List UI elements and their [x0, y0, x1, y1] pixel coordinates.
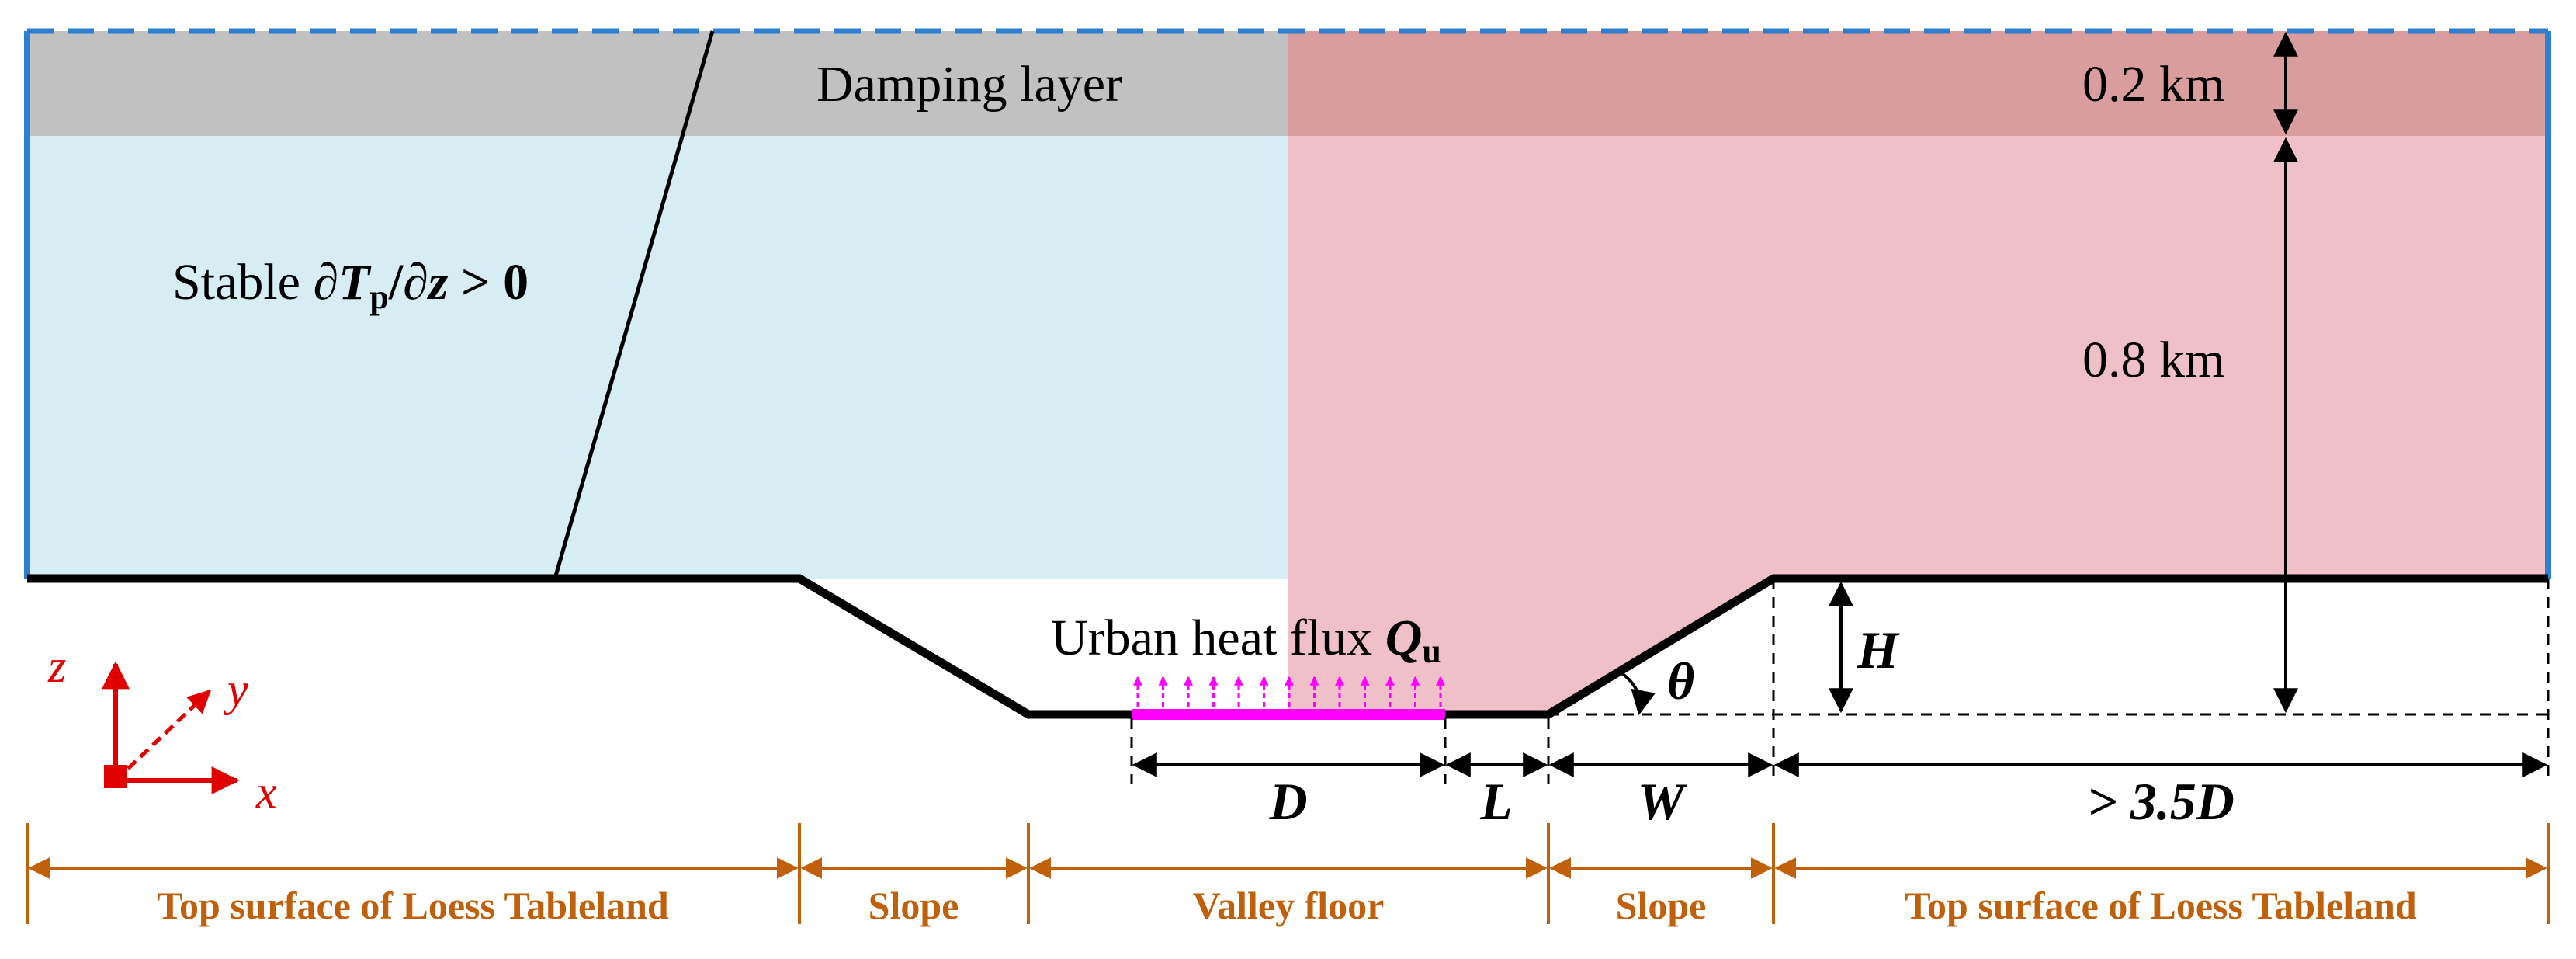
h-label: H [1857, 620, 1900, 679]
region-label-right-tableland: Top surface of Loess Tableland [1905, 884, 2417, 927]
damping-layer-fill [27, 31, 1288, 136]
uhf-text: Urban heat flux [1051, 610, 1385, 666]
stable-partial: ∂ [313, 254, 338, 311]
uhf-q: Q [1385, 610, 1423, 666]
region-brackets [26, 823, 2550, 924]
stable-z: z [427, 254, 449, 311]
uhf-sub: u [1422, 632, 1441, 670]
guide-lines [1130, 579, 2550, 784]
dim-w-label: W [1638, 772, 1688, 831]
axis-y-label: y [223, 664, 248, 715]
stable-profile-line [553, 30, 715, 579]
axis-x-label: x [255, 766, 277, 818]
damping-layer-label: Damping layer [816, 56, 1122, 113]
dim-far-label: > 3.5D [2087, 772, 2234, 831]
stable-slash: /∂ [388, 254, 428, 311]
stable-stratification-label: Stable ∂Tp/∂z > 0 [172, 254, 529, 316]
stable-prefix: Stable [172, 254, 313, 311]
stable-t: T [338, 254, 372, 311]
domain-height-label: 0.8 km [2082, 332, 2224, 388]
theta-label: θ [1667, 651, 1694, 711]
damping-height-label: 0.2 km [2082, 56, 2224, 113]
region-label-valley-floor: Valley floor [1193, 884, 1385, 927]
axis-z-label: z [47, 641, 66, 692]
warm-region-fill [1288, 136, 2548, 714]
region-label-left-tableland: Top surface of Loess Tableland [157, 884, 669, 927]
axes-icon: z y x [47, 641, 277, 818]
stable-p-sub: p [369, 278, 388, 316]
region-label-right-slope: Slope [1616, 884, 1707, 927]
urban-heat-flux-label: Urban heat flux Qu [1051, 610, 1441, 670]
theta-arc [1617, 669, 1656, 716]
warm-damping-fill [1288, 31, 2548, 136]
region-label-left-slope: Slope [868, 884, 959, 927]
stable-suffix: > 0 [449, 254, 529, 311]
dim-d-label: D [1268, 772, 1307, 831]
dim-l-label: L [1479, 772, 1513, 831]
